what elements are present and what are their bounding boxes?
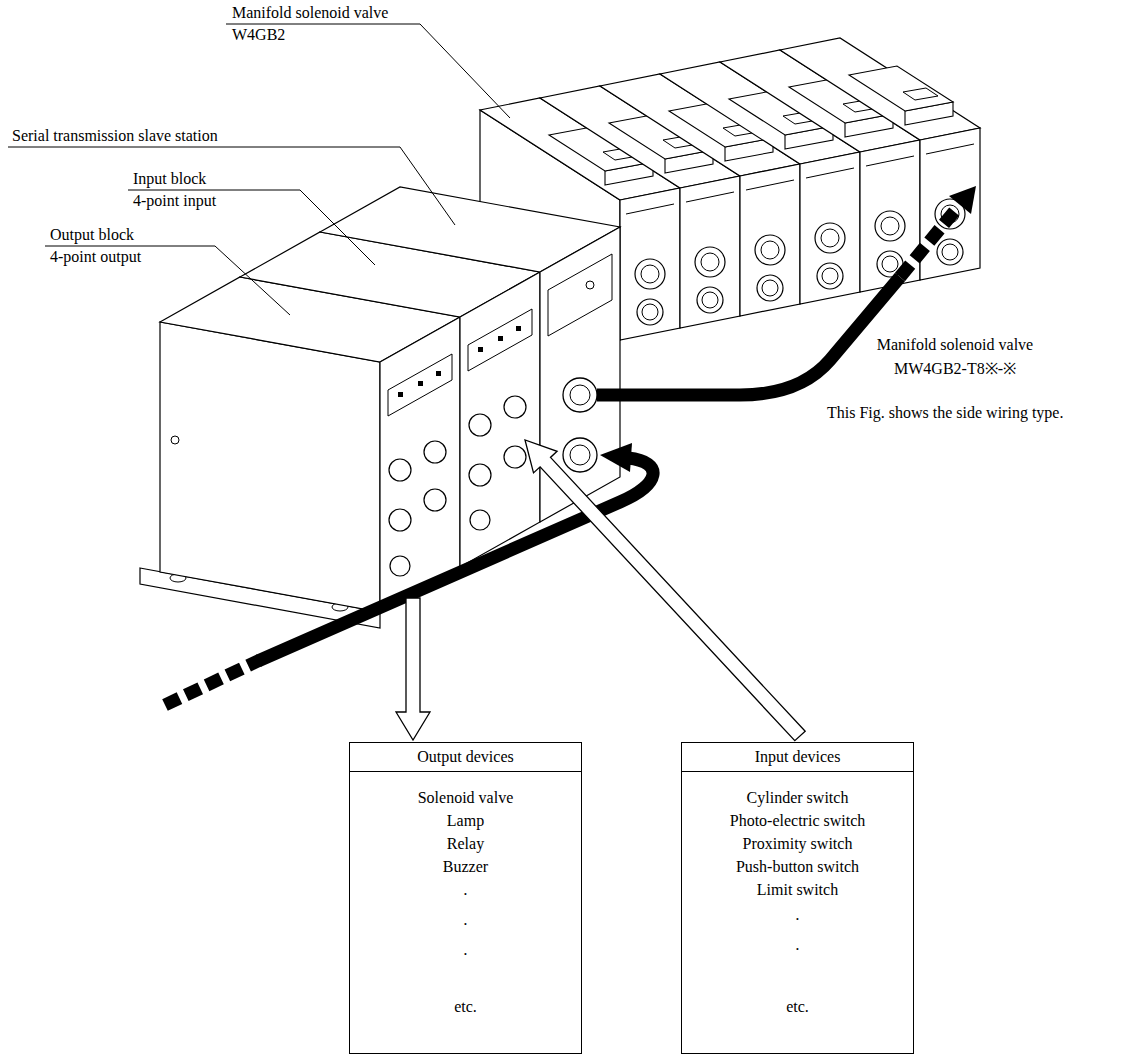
output-block-front	[380, 317, 460, 612]
callout-label: 4-point output	[49, 248, 142, 266]
leader-line	[128, 190, 375, 265]
led-panel	[468, 309, 532, 371]
callout-label: This Fig. shows the side wiring type.	[826, 404, 1064, 422]
cover	[548, 254, 612, 336]
connector	[469, 414, 491, 436]
list-item: etc.	[350, 997, 581, 1017]
screw	[171, 436, 179, 444]
leader-line	[8, 147, 455, 225]
leader-line	[45, 246, 290, 315]
cable-arrow	[165, 660, 260, 705]
connector	[470, 510, 490, 530]
arrow-head	[600, 443, 632, 472]
box-heading: Input devices	[682, 747, 913, 767]
hollow-arrow	[396, 598, 430, 740]
box-heading: Output devices	[350, 747, 581, 767]
led	[516, 326, 521, 331]
list-item: Cylinder switch	[682, 788, 913, 808]
header-divider	[682, 771, 913, 772]
callout-label: Manifold solenoid valve	[876, 336, 1034, 354]
list-item: Solenoid valve	[350, 788, 581, 808]
device-list-box: Input devicesCylinder switchPhoto-electr…	[681, 742, 914, 1054]
callout-label: Serial transmission slave station	[11, 127, 219, 145]
connector	[424, 489, 446, 511]
connector	[424, 441, 446, 463]
solenoid-valve	[780, 38, 980, 280]
led	[478, 347, 483, 352]
cable-arrow	[900, 207, 958, 277]
leader-line	[226, 24, 510, 118]
connector	[504, 396, 526, 418]
bus-connector	[570, 445, 590, 465]
list-item: Lamp	[350, 811, 581, 831]
bus-connector	[570, 385, 590, 405]
list-item: etc.	[682, 997, 913, 1017]
screw	[586, 281, 594, 289]
arrow-head	[949, 186, 976, 214]
led	[418, 381, 423, 386]
list-item: ·	[350, 945, 581, 965]
connector	[389, 509, 411, 531]
list-item: ·	[682, 910, 913, 930]
connector	[390, 556, 410, 576]
device-list-box: Output devicesSolenoid valveLampRelayBuz…	[349, 742, 582, 1054]
led	[398, 392, 403, 397]
list-item: Proximity switch	[682, 834, 913, 854]
led	[436, 371, 441, 376]
callout-label: W4GB2	[231, 26, 286, 44]
output-block-side	[160, 322, 380, 612]
list-item: Buzzer	[350, 857, 581, 877]
led-panel	[388, 354, 452, 416]
led	[498, 336, 503, 341]
connector	[389, 459, 411, 481]
bus-connector	[563, 438, 597, 472]
callout-label: Input block	[132, 170, 207, 188]
callout-label: MW4GB2-T8※-※	[893, 360, 1017, 378]
list-item: ·	[350, 915, 581, 935]
header-divider	[350, 771, 581, 772]
list-item: Push-button switch	[682, 857, 913, 877]
cable-arrow	[258, 458, 653, 661]
list-item: ·	[682, 940, 913, 960]
bus-connector	[563, 378, 597, 412]
list-item: Photo-electric switch	[682, 811, 913, 831]
list-item: ·	[350, 885, 581, 905]
hollow-arrow	[525, 440, 805, 741]
callout-label: Manifold solenoid valve	[231, 4, 389, 22]
cable-arrow	[597, 277, 900, 395]
connector	[469, 464, 491, 486]
connector	[504, 446, 526, 468]
list-item: Limit switch	[682, 880, 913, 900]
callout-label: Output block	[49, 226, 135, 244]
callout-label: 4-point input	[132, 192, 217, 210]
list-item: Relay	[350, 834, 581, 854]
input-block-front	[460, 272, 540, 567]
